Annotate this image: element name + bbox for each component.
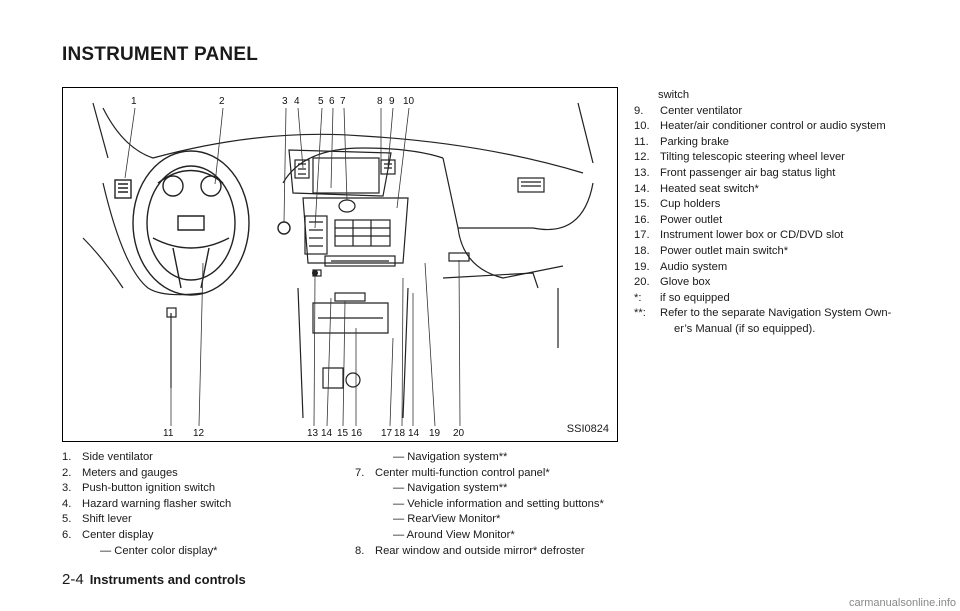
callout-9: 9 <box>389 96 395 107</box>
legend-subitem: — RearView Monitor* <box>393 513 501 526</box>
instrument-panel-drawing: 1 2 3 4 5 6 7 8 9 10 11 12 13 14 15 16 1… <box>82 96 594 439</box>
figure-id: SSI0824 <box>566 423 609 435</box>
legend-item: 11.Parking brake <box>634 135 730 148</box>
callout-15: 15 <box>337 428 349 439</box>
legend-item: 19.Audio system <box>634 260 728 273</box>
callout-2: 2 <box>219 96 225 107</box>
callout-1: 1 <box>131 96 137 107</box>
footnote-item: **:Refer to the separate Navigation Syst… <box>634 307 892 320</box>
callout-12: 12 <box>193 428 205 439</box>
legend-item: 2.Meters and gauges <box>62 466 178 479</box>
legend-item: 3.Push-button ignition switch <box>62 482 216 495</box>
legend-item: 12.Tilting telescopic steering wheel lev… <box>634 151 845 164</box>
legend-subitem: — Vehicle information and setting button… <box>393 497 604 510</box>
legend-subitem: — Navigation system** <box>393 482 508 495</box>
callout-3: 3 <box>282 96 288 107</box>
legend-subitem: — Navigation system** <box>393 451 508 463</box>
legend-continuation: switch <box>658 89 690 101</box>
watermark-text: carmanualsonline.info <box>848 597 956 609</box>
callout-14b: 14 <box>408 428 420 439</box>
legend-column-2: — Navigation system** 7.Center multi-fun… <box>355 450 604 559</box>
section-title: INSTRUMENT PANEL <box>62 44 259 65</box>
callout-14: 14 <box>321 428 333 439</box>
footnote-continuation: er’s Manual (if so equipped). <box>674 322 816 335</box>
callout-16: 16 <box>351 428 363 439</box>
callout-7: 7 <box>340 96 346 107</box>
legend-item: 4.Hazard warning flasher switch <box>62 497 232 510</box>
legend-item: 18.Power outlet main switch* <box>634 244 789 257</box>
legend-item: 14.Heated seat switch* <box>634 182 759 195</box>
legend-item: 13.Front passenger air bag status light <box>634 166 836 179</box>
legend-item: 16.Power outlet <box>634 213 723 226</box>
callout-20: 20 <box>453 428 465 439</box>
callout-19: 19 <box>429 428 441 439</box>
footnote-item: *:if so equipped <box>634 291 730 304</box>
legend-item: 20.Glove box <box>634 276 711 289</box>
callout-8: 8 <box>377 96 383 107</box>
page-number: 2-4 <box>62 571 84 588</box>
legend-item: 7.Center multi-function control panel* <box>355 466 550 479</box>
legend-item: 5.Shift lever <box>62 513 132 526</box>
callout-17: 17 <box>381 428 393 439</box>
legend-subitem: — Center color display* <box>100 544 218 557</box>
page-footer: 2-4 Instruments and controls <box>62 571 246 588</box>
callout-6: 6 <box>329 96 335 107</box>
legend-subitem: — Around View Monitor* <box>393 528 515 541</box>
legend-item: 10.Heater/air conditioner control or aud… <box>634 120 886 133</box>
callout-13: 13 <box>307 428 319 439</box>
legend-column-3: switch 9.Center ventilator 10.Heater/air… <box>634 88 891 338</box>
callout-11: 11 <box>163 428 174 439</box>
legend-item: 6.Center display <box>62 528 154 541</box>
legend-item: 15.Cup holders <box>634 198 721 211</box>
footer-section-title: Instruments and controls <box>89 572 246 587</box>
legend-item: 8.Rear window and outside mirror* defros… <box>355 544 585 557</box>
callout-10: 10 <box>403 96 415 107</box>
callout-18: 18 <box>394 428 406 439</box>
legend-item: 9.Center ventilator <box>634 104 743 117</box>
instrument-panel-diagram: 1 2 3 4 5 6 7 8 9 10 11 12 13 14 15 16 1… <box>62 87 618 442</box>
callout-4: 4 <box>294 96 300 107</box>
legend-column-1: 1.Side ventilator 2.Meters and gauges 3.… <box>62 450 231 559</box>
legend-item: 17.Instrument lower box or CD/DVD slot <box>634 229 844 242</box>
callout-5: 5 <box>318 96 324 107</box>
legend-item: 1.Side ventilator <box>62 451 153 463</box>
